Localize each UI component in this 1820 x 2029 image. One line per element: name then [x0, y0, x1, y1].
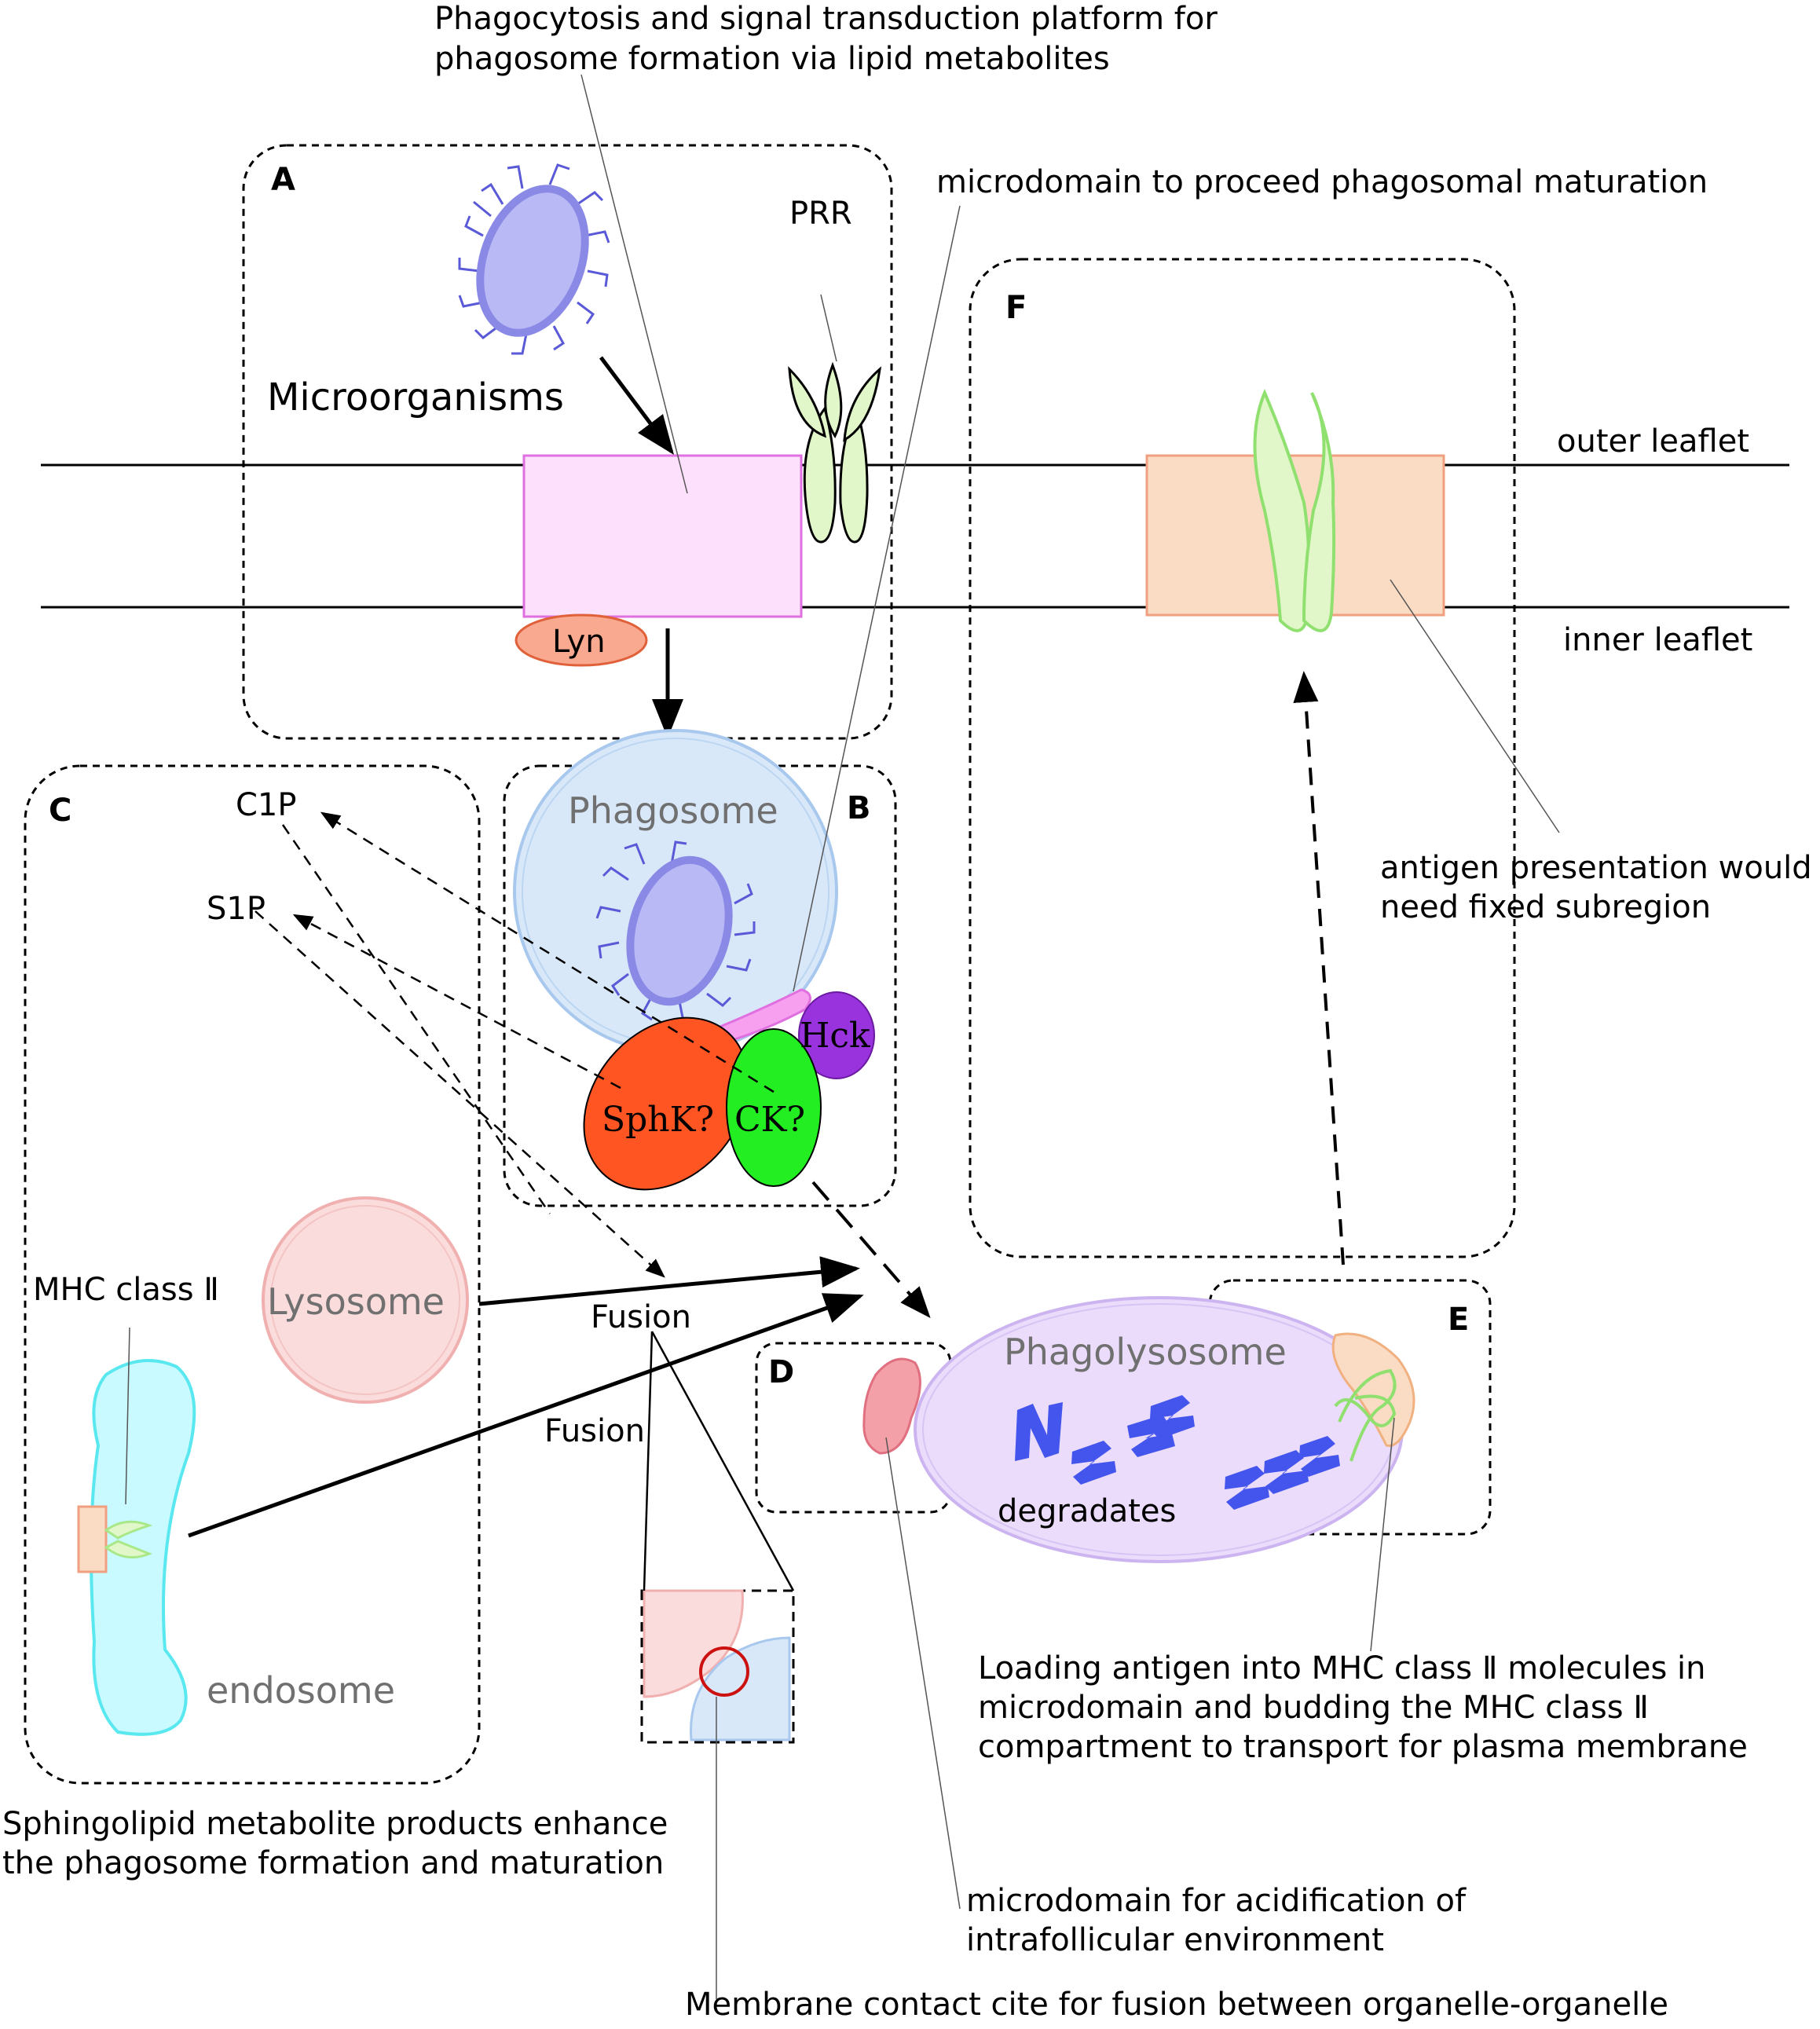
label-phagolysosome: Phagolysosome — [1004, 1331, 1287, 1373]
caption-microdomain-maturation: microdomain to proceed phagosomal matura… — [936, 164, 1708, 200]
fusion-contact-inset — [643, 1589, 791, 1741]
caption-top-line1: Phagocytosis and signal transduction pla… — [434, 1, 1218, 37]
leader-lines — [125, 74, 1560, 1999]
acidification-microdomain — [862, 1357, 921, 1455]
lipid-raft-platform — [522, 454, 803, 618]
label-lysosome: Lysosome — [267, 1280, 445, 1323]
caption-sphingo-line1: Sphingolipid metabolite products enhance — [2, 1806, 668, 1842]
arrow-endosome-fusion — [188, 1293, 864, 1538]
label-sphk: SphK? — [602, 1100, 714, 1140]
panel-label-b: B — [847, 790, 871, 826]
arrow-s1p-to-fusion — [255, 910, 665, 1278]
panel-label-f: F — [1005, 290, 1027, 326]
panel-a-box — [242, 144, 893, 740]
caption-contact-site: Membrane contact cite for fusion between… — [685, 1987, 1668, 2023]
caption-loading-line3: compartment to transport for plasma memb… — [978, 1729, 1748, 1765]
panel-d-box — [755, 1342, 952, 1514]
label-fusion-1: Fusion — [591, 1299, 691, 1335]
label-ck: CK? — [734, 1100, 805, 1140]
arrow-c1p-to-fusion — [281, 824, 551, 1214]
arrow-sphk-to-s1p — [292, 914, 621, 1090]
label-fusion-2: Fusion — [544, 1413, 645, 1449]
caption-antigen-line1: antigen presentation would — [1380, 850, 1812, 886]
label-phagosome: Phagosome — [568, 789, 778, 832]
arrow-e-to-f — [1293, 671, 1345, 1265]
mhc-class-ii-e — [1334, 1368, 1397, 1462]
panel-b-box — [503, 764, 897, 1207]
arrow-microbe-to-raft — [599, 356, 674, 455]
label-s1p: S1P — [207, 891, 265, 927]
panel-label-d: D — [768, 1354, 794, 1390]
mhc-class-ii-molecule-f — [1253, 388, 1336, 632]
caption-sphingo-line2: the phagosome formation and maturation — [2, 1845, 664, 1881]
caption-acid-line1: microdomain for acidification of — [966, 1883, 1467, 1919]
caption-loading-line2: microdomain and budding the MHC class Ⅱ — [978, 1690, 1649, 1726]
mhc-class-ii-endosome — [104, 1520, 153, 1558]
label-lyn: Lyn — [552, 624, 606, 660]
mhc-box-endosome — [77, 1505, 108, 1573]
panel-label-c: C — [49, 793, 71, 829]
lysosome-vesicle — [262, 1196, 469, 1404]
panel-label-e: E — [1448, 1302, 1469, 1338]
lyn-kinase — [515, 613, 648, 667]
panel-f-box — [969, 258, 1516, 1258]
label-degradates: degradates — [998, 1493, 1176, 1529]
label-endosome: endosome — [207, 1669, 395, 1712]
arrow-phagosome-to-fusion — [811, 1181, 931, 1319]
label-outer-leaflet: outer leaflet — [1557, 423, 1749, 460]
ck-enzyme — [726, 1028, 822, 1187]
contact-site-circle — [699, 1646, 749, 1697]
prr-receptor — [788, 361, 882, 544]
label-c1p: C1P — [236, 787, 297, 823]
degradation-fragments — [1015, 1395, 1340, 1510]
caption-top-line2: phagosome formation via lipid metabolite… — [434, 41, 1110, 77]
sphk-enzyme — [583, 1016, 749, 1191]
label-microorganisms: Microorganisms — [267, 375, 564, 419]
label-hck: Hck — [800, 1016, 870, 1056]
label-mhc-class-ii: MHC class Ⅱ — [33, 1272, 219, 1308]
microorganism-b — [595, 841, 756, 1023]
panel-c-box — [24, 764, 481, 1785]
microorganism-a — [458, 163, 610, 355]
caption-acid-line2: intrafollicular environment — [966, 1922, 1384, 1958]
caption-loading-line1: Loading antigen into MHC class Ⅱ molecul… — [978, 1650, 1705, 1687]
hck-kinase — [798, 991, 875, 1079]
arrow-ck-to-c1p — [320, 811, 775, 1093]
label-inner-leaflet: inner leaflet — [1563, 622, 1752, 658]
fusion-zoom-box — [640, 1589, 795, 1744]
arrow-lysosome-fusion — [478, 1256, 860, 1306]
caption-antigen-line2: need fixed subregion — [1380, 889, 1711, 925]
panel-label-a: A — [271, 162, 295, 198]
panel-e-box — [1208, 1279, 1492, 1536]
label-prr: PRR — [789, 196, 852, 232]
